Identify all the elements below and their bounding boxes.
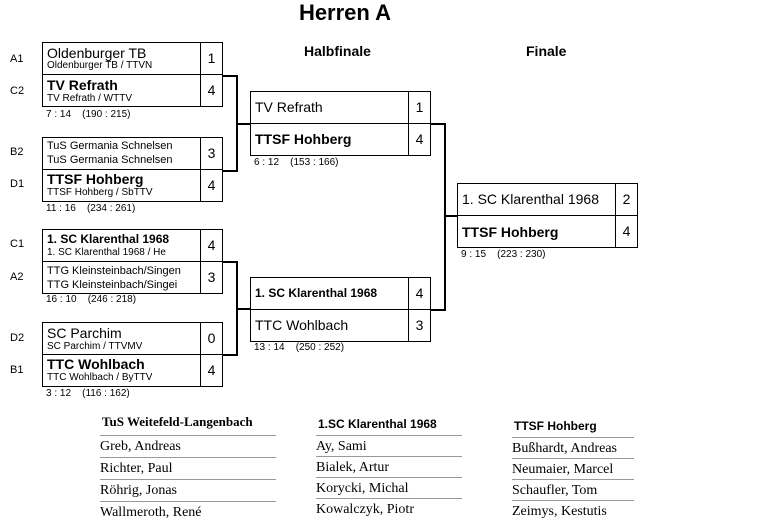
bracket-connector (223, 75, 237, 77)
round-label-semifinal: Halbfinale (304, 43, 371, 59)
bracket-slot-team[interactable]: TTSF Hohberg TTSF Hohberg / SbTTV 4 (42, 169, 223, 202)
team-score: 4 (408, 124, 430, 155)
roster-player: Röhrig, Jonas (100, 480, 276, 502)
bracket-slot-team[interactable]: TV Refrath TV Refrath / WTTV 4 (42, 74, 223, 107)
team-club: TTC Wohlbach / ByTTV (47, 372, 153, 383)
roster-player: Richter, Paul (100, 458, 276, 480)
team-score: 0 (200, 323, 222, 354)
roster-player: Bußhardt, Andreas (512, 438, 634, 459)
roster-player: Bialek, Artur (316, 457, 462, 478)
bracket-slot-team[interactable]: TTSF Hohberg 4 (457, 215, 638, 248)
match-result: 9 : 15 (223 : 230) (461, 249, 546, 260)
team-score: 3 (200, 262, 222, 293)
team-name: 1. SC Klarenthal 1968 (255, 286, 378, 300)
round-label-final: Finale (526, 43, 567, 59)
team-name: TTSF Hohberg (47, 171, 144, 187)
team-club: Oldenburger TB / TTVN (47, 60, 153, 71)
team-name: SC Parchim (47, 325, 122, 341)
roster-player: Schaufler, Tom (512, 480, 634, 501)
team-score: 1 (200, 43, 222, 74)
bracket-slot-team[interactable]: TuS Germania Schnelsen TuS Germania Schn… (42, 137, 223, 170)
bracket-slot-team[interactable]: TTG Kleinsteinbach/Singen TTG Kleinstein… (42, 261, 223, 294)
roster-player: Wallmeroth, René (100, 505, 202, 520)
team-name: TTC Wohlbach (47, 356, 145, 372)
team-club: 1. SC Klarenthal 1968 / He (47, 247, 166, 258)
team-name: TV Refrath (255, 99, 323, 115)
team-score: 4 (200, 355, 222, 386)
bracket-slot-team[interactable]: SC Parchim SC Parchim / TTVMV 0 (42, 322, 223, 355)
bracket-connector (223, 170, 237, 172)
bracket-connector (236, 123, 251, 125)
seed-label: B1 (10, 364, 24, 376)
roster-title: TuS Weitefeld-Langenbach (100, 414, 276, 436)
team-club: TV Refrath / WTTV (47, 93, 133, 104)
match-result: 11 : 16 (234 : 261) (46, 203, 136, 214)
seed-label: D1 (10, 178, 25, 190)
roster-player: Korycki, Michal (316, 478, 462, 499)
roster-player: Kowalczyk, Piotr (316, 502, 414, 517)
bracket-connector (444, 215, 458, 217)
bracket-connector (223, 261, 237, 263)
team-score: 3 (200, 138, 222, 169)
bracket-connector (236, 308, 251, 310)
roster-player: Ay, Sami (316, 436, 462, 457)
team-club: SC Parchim / TTVMV (47, 341, 143, 352)
bracket-connector (444, 123, 446, 311)
team-club: TTG Kleinsteinbach/Singei (47, 279, 178, 291)
team-name: 1. SC Klarenthal 1968 (47, 232, 170, 246)
team-name: TTSF Hohberg (462, 224, 559, 240)
match-result: 6 : 12 (153 : 166) (254, 157, 339, 168)
roster-title: TTSF Hohberg (512, 419, 634, 438)
seed-label: A2 (10, 271, 24, 283)
team-name: TTG Kleinsteinbach/Singen (47, 265, 181, 277)
roster-klarenthal: 1.SC Klarenthal 1968 Ay, Sami Bialek, Ar… (316, 417, 462, 520)
seed-label: D2 (10, 332, 25, 344)
match-result: 3 : 12 (116 : 162) (46, 388, 130, 399)
roster-player: Greb, Andreas (100, 436, 276, 458)
seed-label: C1 (10, 238, 25, 250)
team-score: 4 (408, 278, 430, 309)
team-score: 1 (408, 92, 430, 123)
match-result: 7 : 14 (190 : 215) (46, 109, 131, 120)
roster-player: Zeimys, Kestutis (512, 504, 607, 519)
team-club: TTSF Hohberg / SbTTV (47, 187, 153, 198)
team-name: TuS Germania Schnelsen (47, 140, 173, 152)
team-name: TV Refrath (47, 77, 118, 93)
roster-hohberg: TTSF Hohberg Bußhardt, Andreas Neumaier,… (512, 419, 634, 522)
team-name: Oldenburger TB (47, 45, 147, 61)
team-name: TTSF Hohberg (255, 131, 352, 147)
team-score: 4 (200, 170, 222, 201)
seed-label: A1 (10, 53, 24, 65)
team-score: 4 (200, 75, 222, 106)
team-score: 4 (615, 216, 637, 247)
bracket-slot-team[interactable]: TTC Wohlbach TTC Wohlbach / ByTTV 4 (42, 354, 223, 387)
bracket-slot-team[interactable]: TTSF Hohberg 4 (250, 123, 431, 156)
bracket-slot-team[interactable]: 1. SC Klarenthal 1968 4 (250, 277, 431, 310)
bracket-connector (431, 309, 445, 311)
team-name: TTC Wohlbach (255, 317, 349, 333)
bracket-slot-team[interactable]: Oldenburger TB Oldenburger TB / TTVN 1 (42, 42, 223, 75)
bracket-slot-team[interactable]: TV Refrath 1 (250, 91, 431, 124)
page-title: Herren A (298, 0, 392, 25)
bracket-slot-team[interactable]: 1. SC Klarenthal 1968 1. SC Klarenthal 1… (42, 229, 223, 262)
team-score: 4 (200, 230, 222, 261)
bracket-slot-team[interactable]: TTC Wohlbach 3 (250, 309, 431, 342)
match-result: 13 : 14 (250 : 252) (254, 342, 345, 353)
seed-label: C2 (10, 85, 25, 97)
team-name: 1. SC Klarenthal 1968 (462, 191, 599, 207)
team-club: TuS Germania Schnelsen (47, 154, 173, 166)
team-score: 2 (615, 184, 637, 215)
roster-weitefeld: TuS Weitefeld-Langenbach Greb, Andreas R… (100, 414, 276, 524)
roster-title: 1.SC Klarenthal 1968 (316, 417, 462, 436)
bracket-slot-team[interactable]: 1. SC Klarenthal 1968 2 (457, 183, 638, 216)
seed-label: B2 (10, 146, 24, 158)
roster-player: Neumaier, Marcel (512, 459, 634, 480)
team-score: 3 (408, 310, 430, 341)
bracket-connector (431, 123, 445, 125)
bracket-connector (223, 354, 237, 356)
match-result: 16 : 10 (246 : 218) (46, 294, 137, 305)
